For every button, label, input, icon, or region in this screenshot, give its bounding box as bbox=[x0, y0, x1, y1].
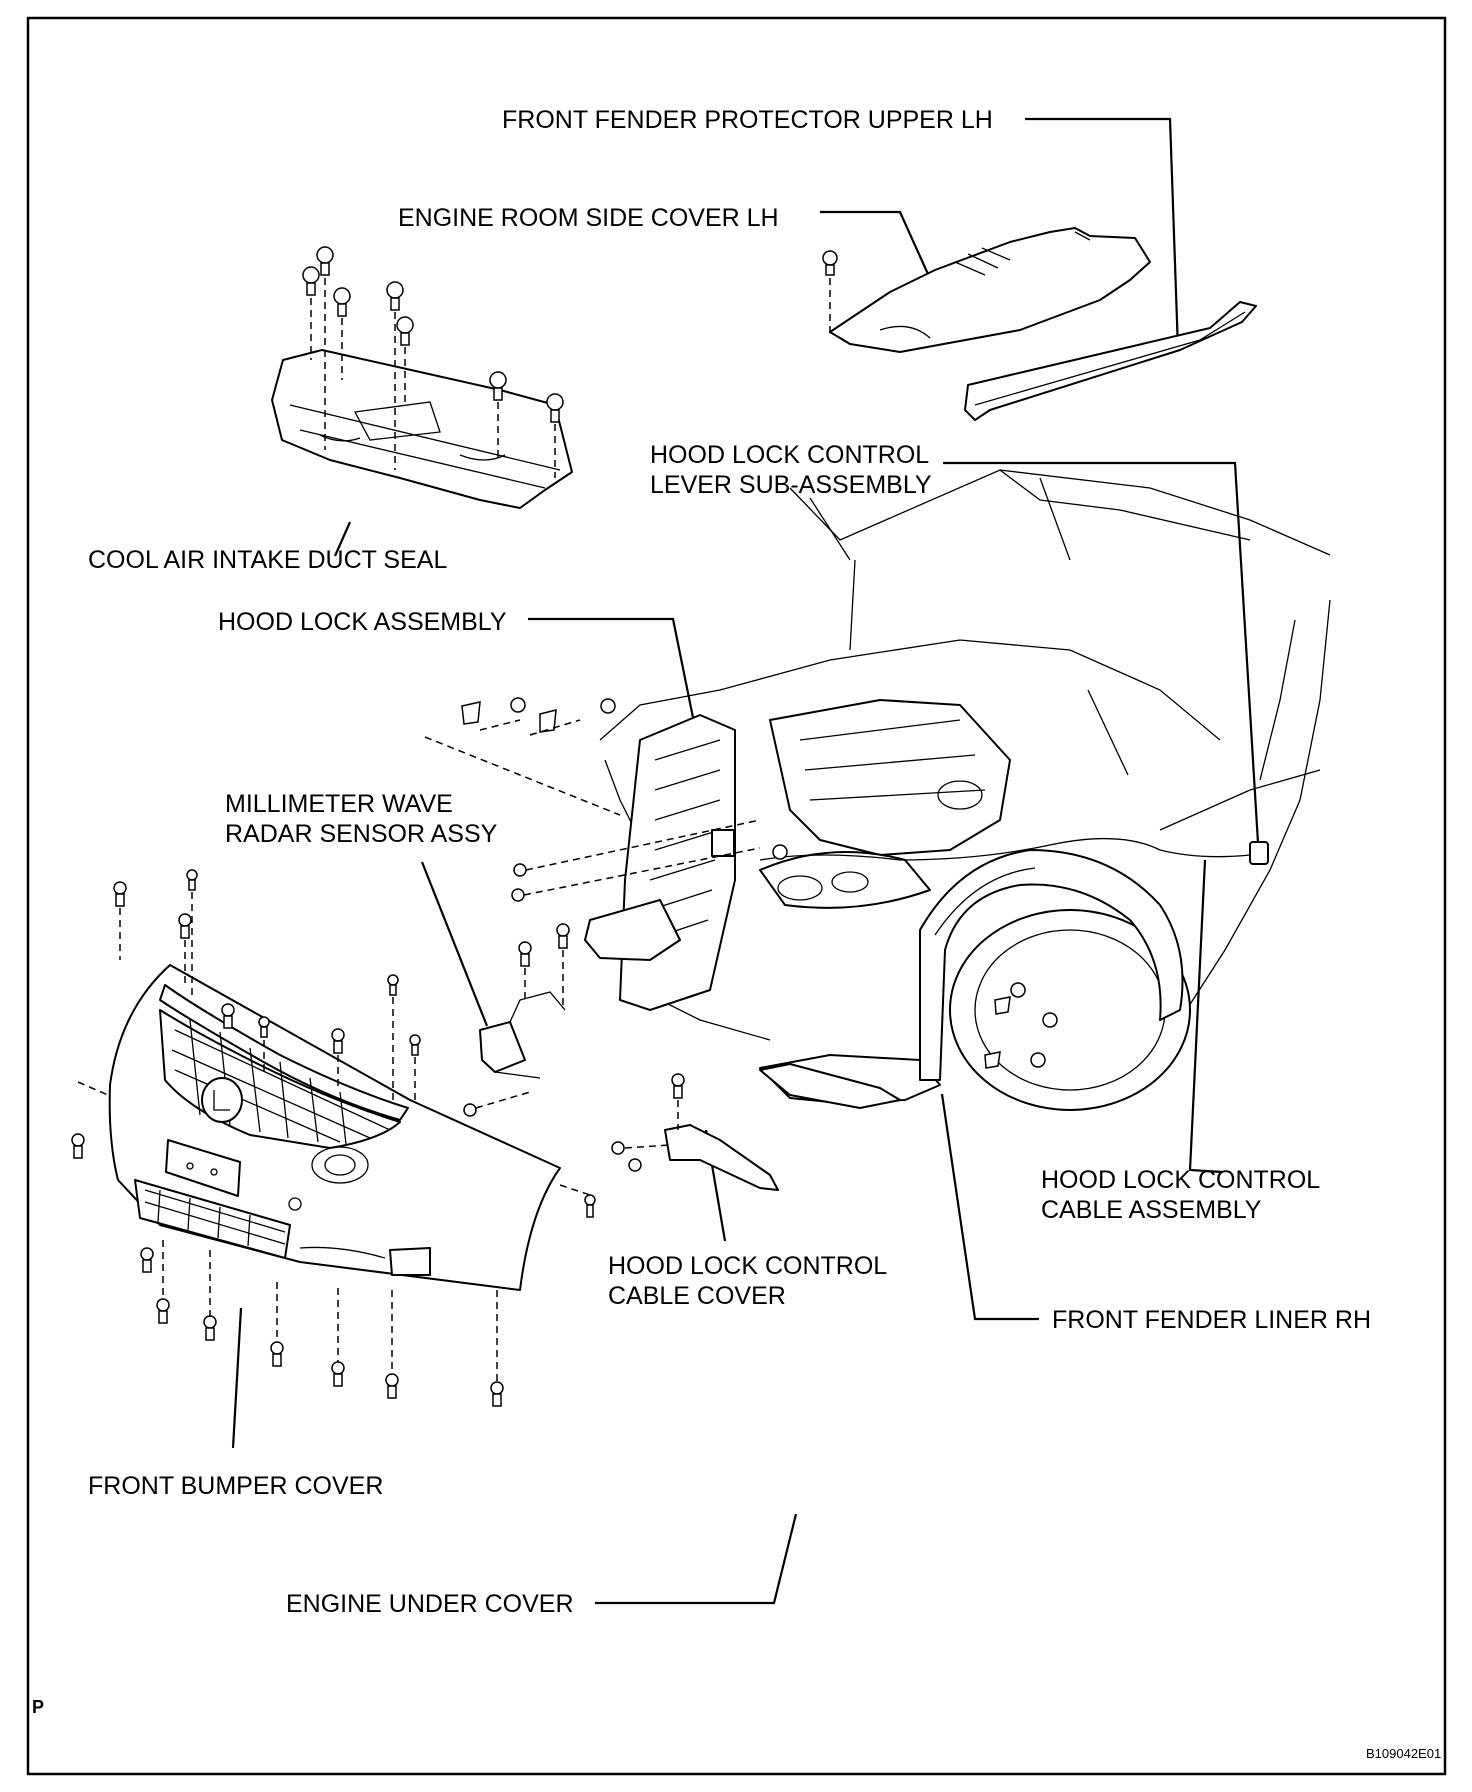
engine-room-side-cover-lh-part bbox=[829, 227, 1151, 353]
hood-lock-lever-icon bbox=[1249, 841, 1269, 865]
figure-code: B109042E01 bbox=[1366, 1746, 1441, 1761]
label-hood-lock-cable-cover-line1: HOOD LOCK CONTROL bbox=[608, 1252, 887, 1280]
label-millimeter-wave-line2: RADAR SENSOR ASSY bbox=[225, 820, 498, 848]
clip-icon bbox=[302, 266, 320, 360]
label-hood-lock-control-lever-line1: HOOD LOCK CONTROL bbox=[650, 441, 929, 469]
bolt-icon bbox=[385, 1290, 399, 1399]
bolt-icon bbox=[156, 1240, 170, 1324]
millimeter-wave-radar-sensor-part bbox=[463, 991, 566, 1117]
bumper-fasteners bbox=[71, 869, 596, 1407]
hood-lock-icon bbox=[711, 829, 735, 857]
clip-icon bbox=[489, 371, 507, 460]
hood-lock-bracket-bolts bbox=[424, 697, 621, 816]
bolt-icon bbox=[221, 1003, 235, 1029]
bolt-icon bbox=[559, 1184, 596, 1218]
label-millimeter-wave-line1: MILLIMETER WAVE bbox=[225, 790, 453, 818]
fender-liner-clips bbox=[984, 982, 1058, 1069]
label-hood-lock-control-cable-line2: CABLE ASSEMBLY bbox=[1041, 1196, 1262, 1224]
bolt-icon bbox=[113, 881, 127, 960]
label-front-fender-liner-rh: FRONT FENDER LINER RH bbox=[1052, 1306, 1371, 1334]
clip-icon bbox=[386, 281, 404, 470]
label-hood-lock-assembly: HOOD LOCK ASSEMBLY bbox=[218, 608, 507, 636]
clip-icon bbox=[316, 246, 334, 450]
label-hood-lock-control-lever-line2: LEVER SUB-ASSEMBLY bbox=[650, 471, 932, 499]
bolt-icon bbox=[409, 1034, 421, 1100]
radar-bolts bbox=[511, 819, 761, 1010]
label-engine-under-cover: ENGINE UNDER COVER bbox=[286, 1590, 574, 1618]
duct-seal-clips bbox=[302, 246, 564, 478]
bolt-icon bbox=[178, 913, 192, 985]
clip-icon bbox=[333, 287, 351, 380]
corner-mark: P bbox=[32, 1697, 44, 1717]
bolt-icon bbox=[270, 1282, 284, 1367]
cool-air-intake-duct-seal-part bbox=[271, 349, 573, 509]
bolt-icon bbox=[331, 1288, 345, 1387]
bolt-icon bbox=[186, 869, 198, 1000]
diagram-frame bbox=[26, 16, 1447, 1776]
label-front-bumper-cover: FRONT BUMPER COVER bbox=[88, 1472, 383, 1500]
label-hood-lock-control-cable-line1: HOOD LOCK CONTROL bbox=[1041, 1166, 1320, 1194]
bolt-icon bbox=[490, 1290, 504, 1407]
bolt-icon bbox=[71, 1081, 109, 1159]
label-cool-air-intake-duct-seal: COOL AIR INTAKE DUCT SEAL bbox=[88, 546, 447, 574]
hood-lock-control-cable-cover-part bbox=[611, 1073, 779, 1191]
engine-under-cover-part bbox=[759, 1063, 901, 1109]
clip-icon bbox=[546, 393, 564, 478]
label-engine-room-side-cover-lh: ENGINE ROOM SIDE COVER LH bbox=[398, 204, 779, 232]
label-front-fender-protector-upper-lh: FRONT FENDER PROTECTOR UPPER LH bbox=[502, 106, 993, 134]
front-fender-protector-upper-lh-part bbox=[964, 301, 1257, 421]
front-bumper-cover-part bbox=[108, 964, 561, 1291]
bolt-icon bbox=[140, 1247, 154, 1273]
bolt-icon bbox=[331, 1028, 345, 1090]
clip-icon bbox=[396, 316, 414, 405]
vehicle-body bbox=[584, 469, 1331, 1111]
side-cover-clip-icon bbox=[822, 250, 838, 335]
leader-lines bbox=[231, 117, 1260, 1605]
bolt-icon bbox=[203, 1250, 217, 1341]
bolt-icon bbox=[258, 1016, 270, 1075]
bolt-icon bbox=[387, 974, 399, 1100]
label-hood-lock-cable-cover-line2: CABLE COVER bbox=[608, 1282, 786, 1310]
